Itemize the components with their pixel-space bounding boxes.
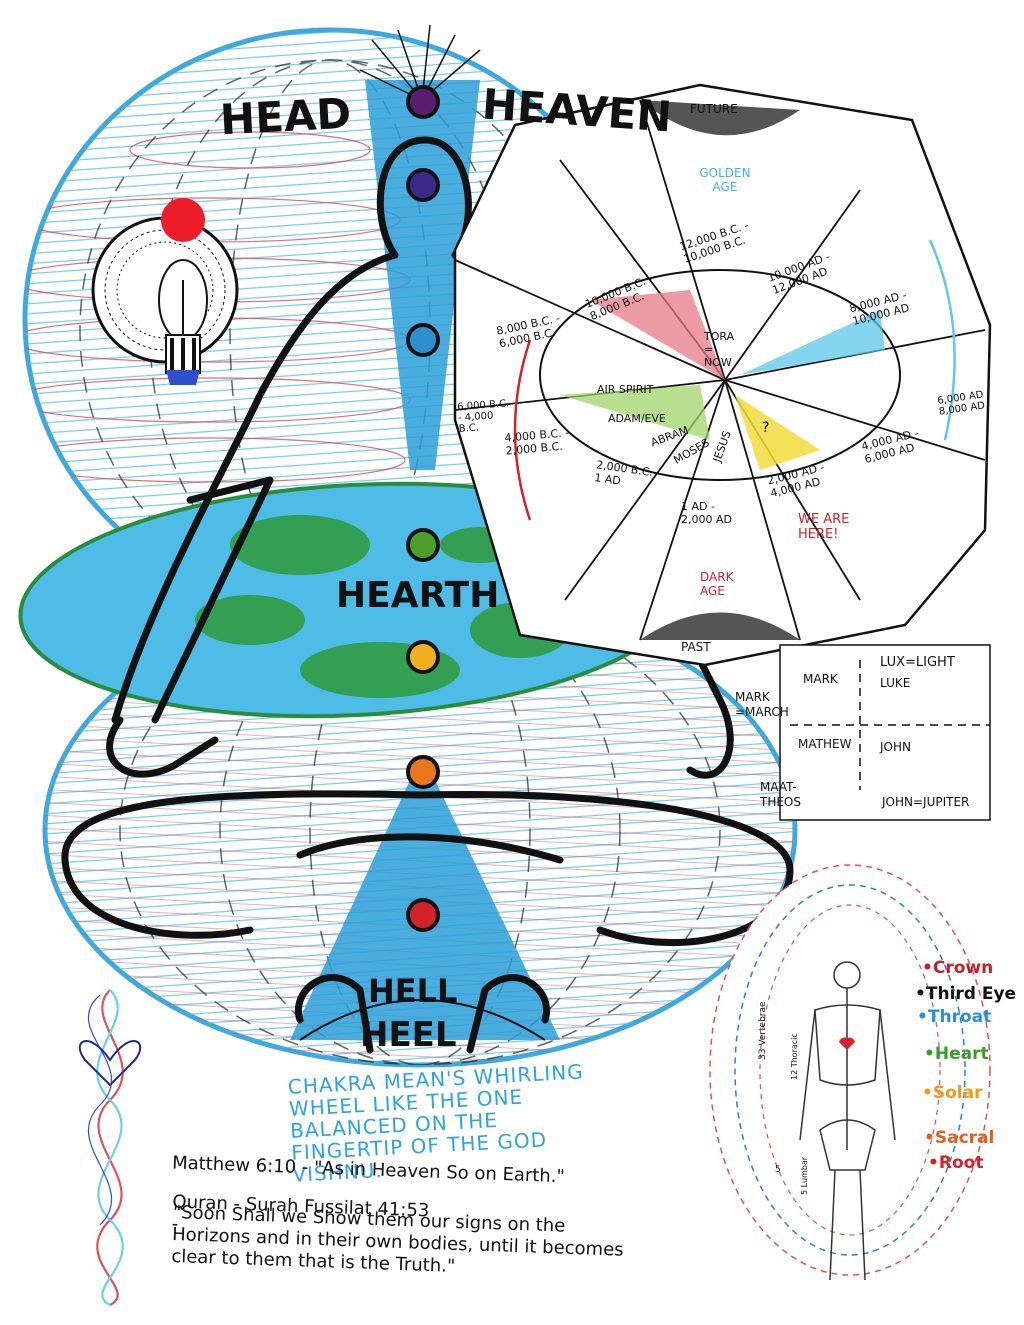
vertebrae-label: 33 Vertebrae [758, 1001, 768, 1060]
mark-march-label: MARK =MARCH [735, 690, 789, 719]
hearth-label: HEARTH [336, 575, 500, 616]
date-range-6000bc: 6,000 B.C. - 4,000 B.C. [456, 398, 510, 435]
chakra-orb-2 [406, 168, 440, 202]
chakra-orb-4 [406, 528, 440, 562]
chakra-orb-6 [406, 755, 440, 789]
john-label: JOHN [880, 740, 911, 754]
lux-light-label: LUX=LIGHT [880, 655, 955, 670]
golden-age-label: GOLDEN AGE [699, 166, 751, 194]
chakra-label-sacral: •Sacral [924, 1128, 995, 1148]
chakra-label-crown: •Crown [922, 958, 994, 978]
mathew-label: MATHEW [798, 737, 852, 751]
hell-label: HELL [368, 972, 458, 1010]
john-jupiter-label: JOHN=JUPITER [882, 795, 970, 809]
future-label: FUTURE [690, 102, 738, 116]
chakra-orb-1 [406, 85, 440, 119]
air-spirit-label: AIR SPIRIT [597, 383, 654, 396]
chakra-label-throat: •Throat [917, 1007, 992, 1027]
lumbar-number: 5 [775, 1165, 781, 1175]
tora-now-label: TORA = NOW [704, 330, 735, 369]
chakra-orbs [406, 85, 440, 932]
chakra-orb-5 [406, 640, 440, 674]
mark-label: MARK [803, 672, 838, 686]
serpent-helix [78, 989, 142, 1306]
date-range-1ad: 1 AD - 2,000 AD [681, 500, 732, 526]
lumbar-label: 5 Lumbar [800, 1156, 809, 1195]
head-label: HEAD [218, 88, 353, 145]
heel-label: HEEL [360, 1015, 457, 1055]
chakra-orb-7 [406, 898, 440, 932]
question-mark: ? [762, 420, 770, 436]
chakra-orb-3 [406, 323, 440, 357]
we-are-here-label: WE ARE HERE! [798, 512, 850, 542]
chakra-label-third-eye: •Third Eye [915, 984, 1017, 1004]
adam-eve-label: ADAM/EVE [608, 412, 666, 425]
thoracic-label: 12 Thoracic [790, 1033, 799, 1080]
skeleton-aura [709, 864, 991, 1281]
gospel-box [779, 644, 991, 821]
maat-theos-label: MAAT- THEOS [760, 780, 801, 809]
chakra-label-root: •Root [928, 1153, 984, 1173]
past-label: PAST [681, 640, 711, 654]
chakra-label-heart: •Heart [924, 1044, 989, 1064]
dark-age-label: DARK AGE [700, 570, 734, 598]
scarab-icon [91, 198, 239, 385]
chakra-label-solar: •Solar [922, 1083, 983, 1103]
luke-label: LUKE [880, 676, 911, 690]
wheel-of-ages [453, 83, 992, 667]
